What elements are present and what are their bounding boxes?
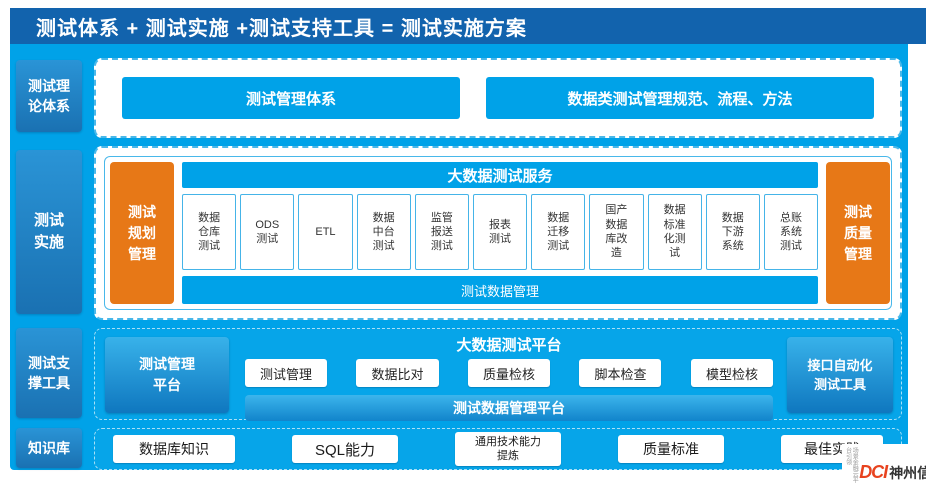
tool-box-model-check: 模型检核	[690, 359, 773, 387]
service-box-etl: ETL	[298, 194, 353, 270]
knowledge-item-general-tech: 通用技术能力 提炼	[455, 432, 561, 466]
test-planning-box: 测试 规划 管理	[110, 162, 174, 304]
test-quality-box: 测试 质量 管理	[826, 162, 890, 304]
service-box-general-ledger: 总账 系统 测试	[763, 194, 819, 270]
big-data-test-service-area: 大数据测试服务 数据 仓库 测试 ODS 测试 ETL 数据 中台 测试 监管 …	[182, 162, 819, 304]
big-data-test-service-header: 大数据测试服务	[182, 162, 818, 188]
knowledge-item-sql: SQL能力	[292, 435, 398, 463]
tool-box-script-check: 脚本检查	[579, 359, 662, 387]
test-management-platform-box: 测试管理 平台	[105, 337, 229, 413]
big-data-test-platform-area: 大数据测试平台 测试管理 数据比对 质量检核 脚本检查 模型检核 测试数据管理平…	[245, 333, 773, 421]
title-bar: 测试体系 + 测试实施 +测试支持工具 = 测试实施方案	[10, 8, 926, 44]
brand-logo-cn: 神州信	[889, 465, 926, 481]
api-automation-tools-box: 接口自动化 测试工具	[787, 337, 893, 413]
service-box-domestic-db: 国产 数据 库改 造	[589, 194, 644, 270]
theory-panel: 测试管理体系 数据类测试管理规范、流程、方法	[94, 58, 902, 138]
test-management-system-box: 测试管理体系	[122, 77, 460, 119]
test-data-management-platform-bar: 测试数据管理平台	[245, 395, 773, 421]
service-box-data-warehouse: 数据 仓库 测试	[182, 194, 237, 270]
sidebar-item-knowledge-base: 知识库	[16, 428, 82, 468]
sidebar-item-support-tools: 测试支 撑工具	[16, 328, 82, 418]
support-tools-panel: 测试管理 平台 大数据测试平台 测试管理 数据比对 质量检核 脚本检查 模型检核…	[94, 328, 902, 421]
sidebar-item-implementation: 测试 实施	[16, 150, 82, 314]
service-box-data-middle-platform: 数据 中台 测试	[356, 194, 411, 270]
implementation-panel: 测试 规划 管理 大数据测试服务 数据 仓库 测试 ODS 测试 ETL 数据 …	[94, 146, 902, 320]
service-box-regulatory-reporting: 监管 报送 测试	[414, 194, 469, 270]
implementation-inner-frame	[104, 156, 892, 310]
service-box-ods: ODS 测试	[240, 194, 295, 270]
big-data-test-platform-header: 大数据测试平台	[456, 336, 562, 354]
service-box-data-migration: 数据 迁移 测试	[531, 194, 586, 270]
service-box-report: 报表 测试	[472, 194, 528, 270]
tool-box-row: 测试管理 数据比对 质量检核 脚本检查 模型检核	[245, 359, 773, 387]
tool-box-quality-check: 质量检核	[467, 359, 550, 387]
knowledge-item-database: 数据库知识	[113, 435, 235, 463]
service-box-downstream-systems: 数据 下游 系统	[705, 194, 760, 270]
knowledge-panel: 数据库知识 SQL能力 通用技术能力 提炼 质量标准 最佳实践	[94, 428, 902, 470]
service-box-row: 数据 仓库 测试 ODS 测试 ETL 数据 中台 测试 监管 报送 测试 报表…	[182, 194, 819, 270]
page-title: 测试体系 + 测试实施 +测试支持工具 = 测试实施方案	[36, 17, 527, 40]
test-data-management-bar: 测试数据管理	[182, 276, 818, 304]
brand-logo-en: DCI	[859, 462, 888, 482]
sidebar-item-theory: 测试理 论体系	[16, 60, 82, 132]
brand-tagline: 场景金融云平台引领	[844, 447, 858, 483]
tool-box-test-management: 测试管理	[245, 359, 328, 387]
knowledge-item-quality-standard: 质量标准	[618, 435, 724, 463]
service-box-data-standardization: 数据 标准 化测 试	[647, 194, 702, 270]
data-test-standards-box: 数据类测试管理规范、流程、方法	[486, 77, 874, 119]
tool-box-data-comparison: 数据比对	[356, 359, 439, 387]
brand-logo: 场景金融云平台引领 DCI 神州信	[842, 444, 926, 486]
